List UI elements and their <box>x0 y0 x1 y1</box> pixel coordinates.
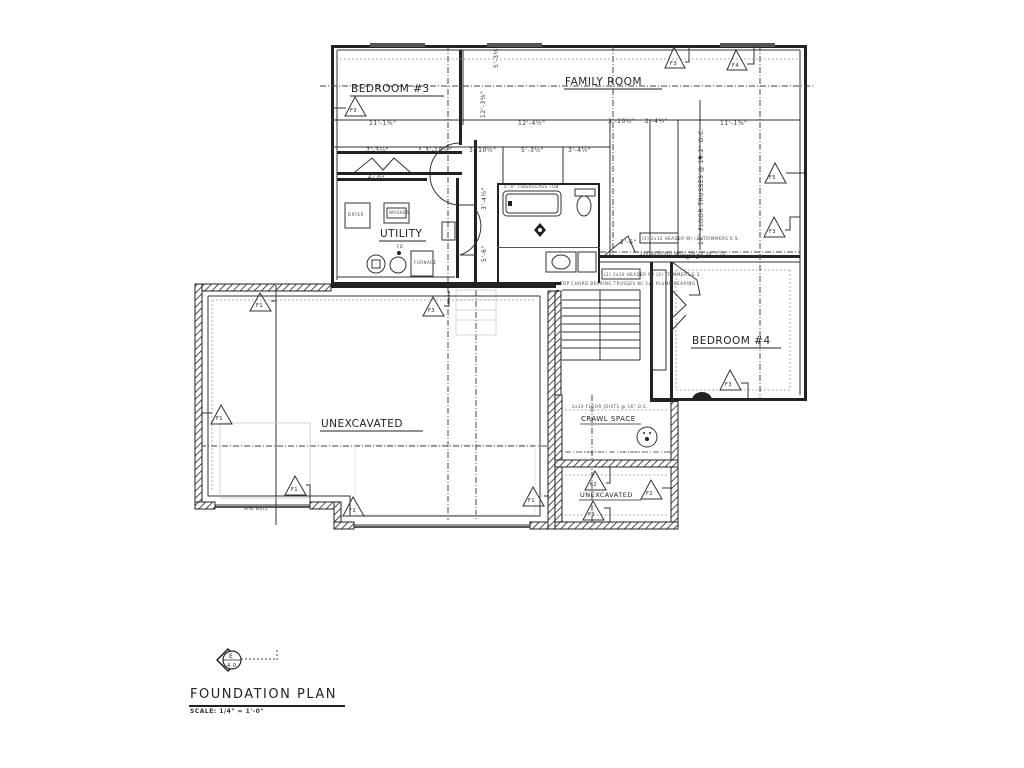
toilet-tank-icon <box>574 188 596 197</box>
bathtub-icon <box>502 190 562 217</box>
svg-text:F4: F4 <box>732 63 739 69</box>
foundation-walls-main <box>194 283 556 530</box>
svg-text:4.0: 4.0 <box>227 663 236 669</box>
footing-tags: F3 F4 F3 F5 F3 F3 <box>201 45 804 522</box>
note-stair-bearing: TOP CHORD BEARING TRUSSES W/ 2x4 PLUMB B… <box>559 281 695 286</box>
svg-text:F1: F1 <box>528 498 535 504</box>
note-tub: 5'-0" FIBERGLASS TUB <box>504 184 559 189</box>
foundation-walls-crawl <box>554 394 679 530</box>
dimension-labels: 11'-1⅜" 12'-4½" 3'-10½" 2'-4½" 11'-1⅜" 7… <box>366 45 747 262</box>
svg-text:F2: F2 <box>590 482 597 488</box>
footing-tag-f3-family: F3 <box>664 45 690 69</box>
footing-tag-f4: F4 <box>726 45 755 71</box>
dim-vertical-family: 12'-3⅜" <box>480 91 487 118</box>
dim-top-2: 12'-4½" <box>518 120 545 127</box>
note-bearing-wall: 2x4 BEARING WALL ON 20"x8" FTG. <box>640 251 727 256</box>
dim-vertical-hall: 3'-4½" <box>481 187 488 210</box>
note-header-2: (2) 2x10 HEADER W/ (2) TRIMMERS E.S. <box>604 272 702 277</box>
room-label-unexcavated-main: UNEXCAVATED <box>321 418 403 430</box>
svg-text:F3: F3 <box>428 308 435 314</box>
sink-icon <box>551 254 571 270</box>
water-softener-icon <box>389 256 407 274</box>
svg-text:F1: F1 <box>349 508 356 514</box>
footing-tag-f3-bedroom4: F3 <box>692 368 749 400</box>
dim-row2-1: 7'-3¼" <box>366 147 389 154</box>
door-swings <box>429 142 701 331</box>
dim-row2-3: 3'-10½" <box>469 147 496 154</box>
furnace-icon <box>410 250 434 277</box>
shelf-icon <box>441 221 456 241</box>
room-label-crawl-space: CRAWL SPACE <box>581 415 636 423</box>
title-underline <box>189 705 345 707</box>
footing-tag-f5: F5 <box>764 161 804 184</box>
note-floor-trusses: 18" FLOOR TRUSSES @ 19.2" O.C. <box>698 128 705 245</box>
svg-text:F1: F1 <box>256 303 263 309</box>
utility-fixtures: DRYER WASHER FURNACE FD <box>344 202 456 277</box>
dim-top-4: 2'-4½" <box>645 118 668 125</box>
room-label-unexcavated-small: UNEXCAVATED <box>580 491 633 499</box>
dim-vertical-stairs: 5'-6" <box>481 245 488 262</box>
svg-text:F1: F1 <box>216 416 223 422</box>
dim-row2-4: 5'-3½" <box>521 147 544 154</box>
footing-tag-f1-right: F1 <box>522 485 549 507</box>
svg-text:F2: F2 <box>588 512 595 518</box>
structural-notes: 18" FLOOR TRUSSES @ 19.2" O.C. 2x4 BEARI… <box>244 100 740 511</box>
footing-tag-f3-bedroom3: F3 <box>333 95 367 117</box>
closet-bifold-door-bedroom3 <box>354 157 411 173</box>
water-heater-icon <box>366 254 386 274</box>
vanity-icon <box>545 251 577 273</box>
washer-icon <box>383 202 410 224</box>
svg-text:F3: F3 <box>725 382 732 388</box>
dim-vertical-top: 5'-3¼" <box>493 45 500 68</box>
toilet-bowl-icon <box>576 195 592 217</box>
footing-tag-f1-top: F1 <box>249 292 276 312</box>
note-floor-joists: 2x10 FLOOR JOISTS @ 16" O.C. <box>572 404 648 409</box>
section-marker: E 4.0 <box>215 647 278 673</box>
dryer-icon <box>344 202 371 229</box>
note-window-well: WIN WELL <box>244 506 269 511</box>
svg-text:F3: F3 <box>670 61 677 67</box>
svg-text:FD: FD <box>397 244 403 249</box>
footing-tag-f1-bottom-mid: F1 <box>342 495 365 517</box>
room-labels: BEDROOM #3 FAMILY ROOM UTILITY BEDROOM #… <box>320 76 781 501</box>
note-header-1: (2) 2x10 HEADER W/ (2) TRIMMERS E.S. <box>642 236 740 241</box>
footing-tag-f2-bottom: F2 <box>582 499 611 522</box>
floor-drain-icon <box>397 251 401 255</box>
footing-tag-f1-left: F1 <box>201 403 233 425</box>
dim-hall-door: 2'-6" <box>620 239 637 246</box>
svg-text:FURNACE: FURNACE <box>414 260 437 265</box>
svg-text:WASHER: WASHER <box>389 210 409 215</box>
dim-row2-5: 3'-4½" <box>568 147 591 154</box>
room-label-bedroom3: BEDROOM #3 <box>351 83 430 95</box>
drawing-title: FOUNDATION PLAN <box>190 687 337 702</box>
sump-pit-icon <box>636 426 658 448</box>
drawing-scale: SCALE: 1/4" = 1'-0" <box>190 708 264 715</box>
dim-top-1: 11'-1⅜" <box>369 120 396 127</box>
svg-text:F2: F2 <box>646 491 653 497</box>
svg-text:DRYER: DRYER <box>348 212 364 217</box>
svg-text:F5: F5 <box>769 175 776 181</box>
dim-top-5: 11'-1⅜" <box>720 120 747 127</box>
footing-tag-f3-east: F3 <box>763 215 800 238</box>
dim-bedroom4-door: 2'-6" <box>686 254 703 261</box>
dim-closet-shelf: 6'-0" <box>368 175 385 182</box>
dim-row2-2: 3'-10½" <box>425 147 452 154</box>
svg-text:F1: F1 <box>291 487 298 493</box>
room-label-utility: UTILITY <box>380 228 423 240</box>
footing-tag-f2-right: F2 <box>640 478 672 500</box>
room-label-bedroom4: BEDROOM #4 <box>692 335 771 347</box>
bathroom-fixtures <box>502 188 597 273</box>
footing-tag-f2-top: F2 <box>584 467 611 491</box>
footing-tag-f3-hall: F3 <box>422 291 450 317</box>
dim-top-3: 3'-10½" <box>608 118 635 125</box>
svg-text:F3: F3 <box>350 108 357 114</box>
room-label-family-room: FAMILY ROOM <box>565 76 642 88</box>
svg-text:F3: F3 <box>769 229 776 235</box>
svg-text:E: E <box>229 653 233 660</box>
footing-tag-f1-bottom-left: F1 <box>284 474 311 502</box>
